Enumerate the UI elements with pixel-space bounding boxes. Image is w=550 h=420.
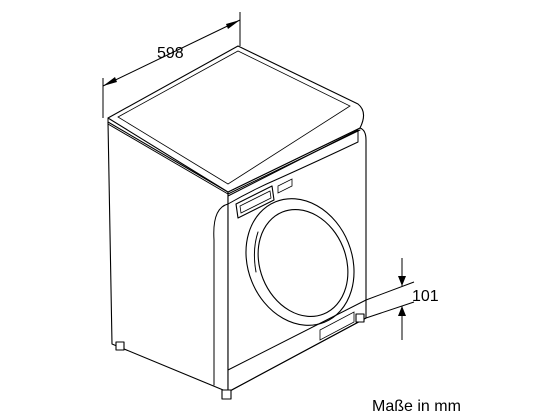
toe-kick-dimension-label: 101 (412, 288, 439, 305)
door-glass (257, 208, 349, 318)
plinth-lower (227, 317, 367, 393)
service-flap (319, 311, 355, 341)
washing-machine-body (107, 45, 367, 400)
front-corner-curve (213, 203, 229, 386)
foot-left (115, 341, 125, 351)
width-dimension-label: 598 (157, 45, 184, 62)
foot-front (221, 389, 232, 400)
width-arrow-right (226, 20, 240, 29)
control-panel-band (227, 129, 359, 205)
detergent-drawer-inner (239, 190, 272, 214)
toe-kick-arrow-up (398, 306, 406, 316)
toe-kick-extension-lower (365, 301, 415, 319)
worktop (107, 45, 365, 193)
toe-kick-extension-upper (365, 281, 415, 301)
toe-kick-dimension: 101 (365, 258, 439, 340)
width-arrow-left (103, 77, 117, 86)
width-dimension: 598 (102, 12, 241, 118)
toe-kick-arrow-down (398, 276, 406, 286)
worktop-inner-rim (117, 50, 351, 185)
door-handle (253, 231, 259, 273)
display-window (277, 178, 293, 194)
width-dimension-line (102, 19, 241, 87)
plinth (227, 299, 367, 371)
units-caption: Maße in mm (372, 398, 461, 415)
foot-right (355, 313, 365, 323)
